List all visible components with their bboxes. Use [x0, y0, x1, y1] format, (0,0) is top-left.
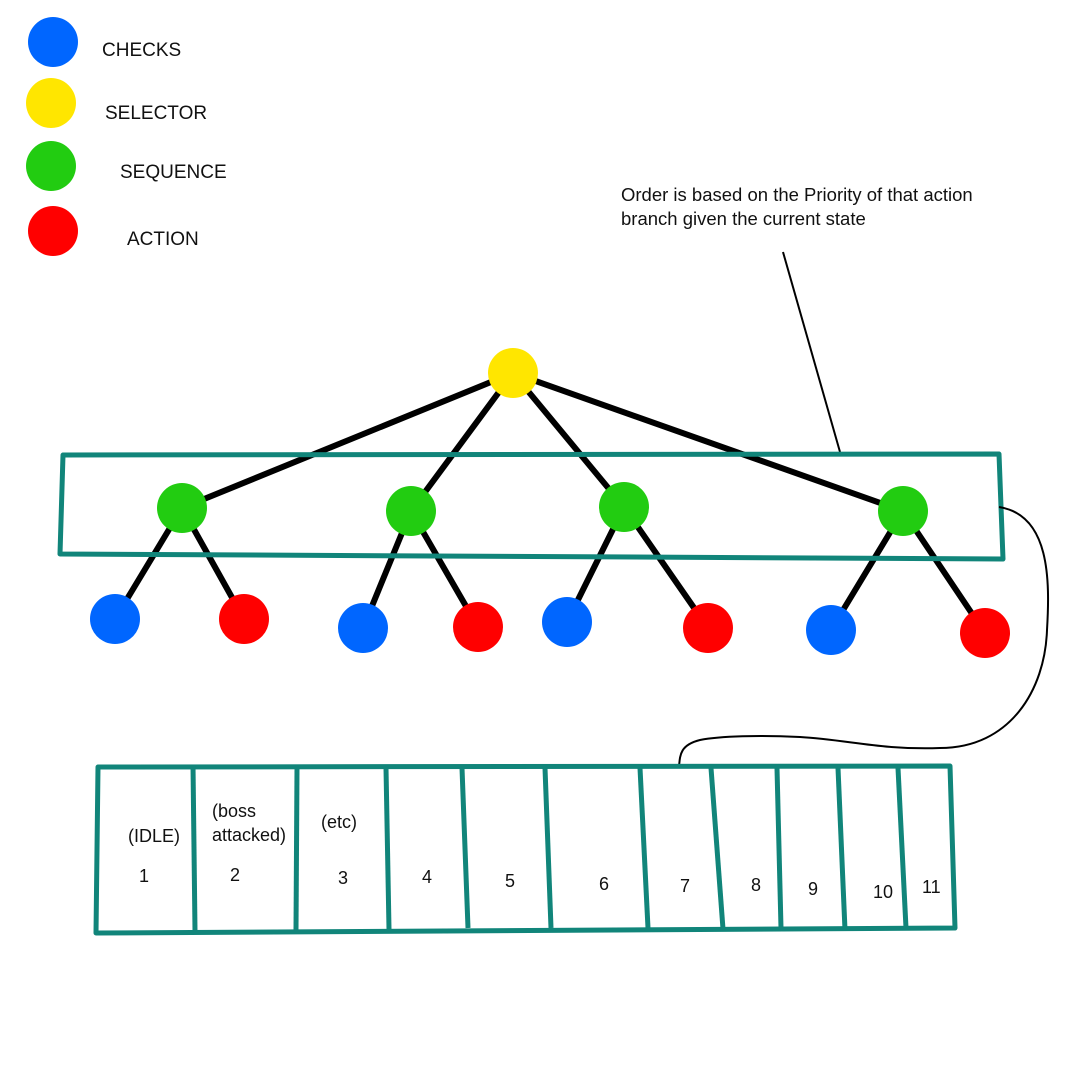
cell-2-label-line-1: (boss	[212, 801, 257, 821]
checks-node-3	[542, 597, 592, 647]
sequence-row-frame	[57, 451, 1006, 562]
legend-checks-circle-icon	[28, 17, 78, 67]
selector-node	[488, 348, 538, 398]
frame-to-list-connector	[678, 506, 1050, 768]
cell-1-number: 1	[139, 866, 150, 886]
priority-list	[93, 763, 958, 936]
cell-7-number: 7	[680, 876, 691, 896]
priority-divider-9	[835, 767, 848, 931]
cell-4-number: 4	[422, 867, 433, 887]
legend-label-checks: CHECKS	[102, 40, 182, 61]
action-node-4	[960, 608, 1010, 658]
checks-node-1	[90, 594, 140, 644]
checks-node-4	[806, 605, 856, 655]
cell-9-number: 9	[808, 879, 819, 899]
cell-1-label: (IDLE)	[128, 826, 181, 846]
cell-2-label-line-2: attacked)	[212, 825, 287, 845]
cell-10-number: 10	[873, 882, 894, 902]
action-node-1	[219, 594, 269, 644]
cell-5-number: 5	[505, 871, 516, 891]
legend-label-sequence: SEQUENCE	[120, 162, 227, 183]
cell-11-number: 11	[922, 877, 941, 897]
action-node-3	[683, 603, 733, 653]
priority-annotation: Order is based on the Priority of that a…	[621, 183, 1041, 231]
legend-sequence-circle-icon	[26, 141, 76, 191]
cell-8-number: 8	[751, 875, 762, 895]
cell-2-number: 2	[230, 865, 241, 885]
priority-divider-5	[542, 767, 554, 929]
edge-root-seq4	[510, 370, 906, 514]
sequence-node-2	[386, 486, 436, 536]
edge-root-seq1	[179, 370, 516, 511]
annotation-pointer-line	[782, 251, 841, 453]
checks-node-2	[338, 603, 388, 653]
legend-label-action: ACTION	[127, 229, 199, 250]
priority-divider-6	[637, 767, 651, 929]
priority-divider-7	[708, 767, 726, 930]
edge-root-seq3	[510, 370, 627, 510]
annotation-line-1: Order is based on the Priority of that a…	[621, 184, 973, 205]
priority-divider-2	[293, 767, 300, 931]
priority-divider-8	[774, 767, 784, 929]
cell-6-number: 6	[599, 874, 610, 894]
tree-edges	[112, 370, 988, 636]
priority-divider-3	[383, 767, 392, 930]
sequence-node-3	[599, 482, 649, 532]
annotation-line-2: branch given the current state	[621, 208, 866, 229]
legend-action-circle-icon	[28, 206, 78, 256]
action-node-2	[453, 602, 503, 652]
cell-3-number: 3	[338, 868, 349, 888]
legend-selector-circle-icon	[26, 78, 76, 128]
priority-divider-1	[190, 764, 198, 932]
cell-3-label: (etc)	[321, 812, 357, 832]
sequence-node-4	[878, 486, 928, 536]
legend-label-selector: SELECTOR	[105, 103, 208, 124]
priority-divider-4	[459, 767, 471, 929]
edge-root-seq2	[408, 370, 516, 514]
sequence-node-1	[157, 483, 207, 533]
priority-divider-10	[895, 767, 909, 929]
priority-list-outline	[93, 763, 958, 936]
